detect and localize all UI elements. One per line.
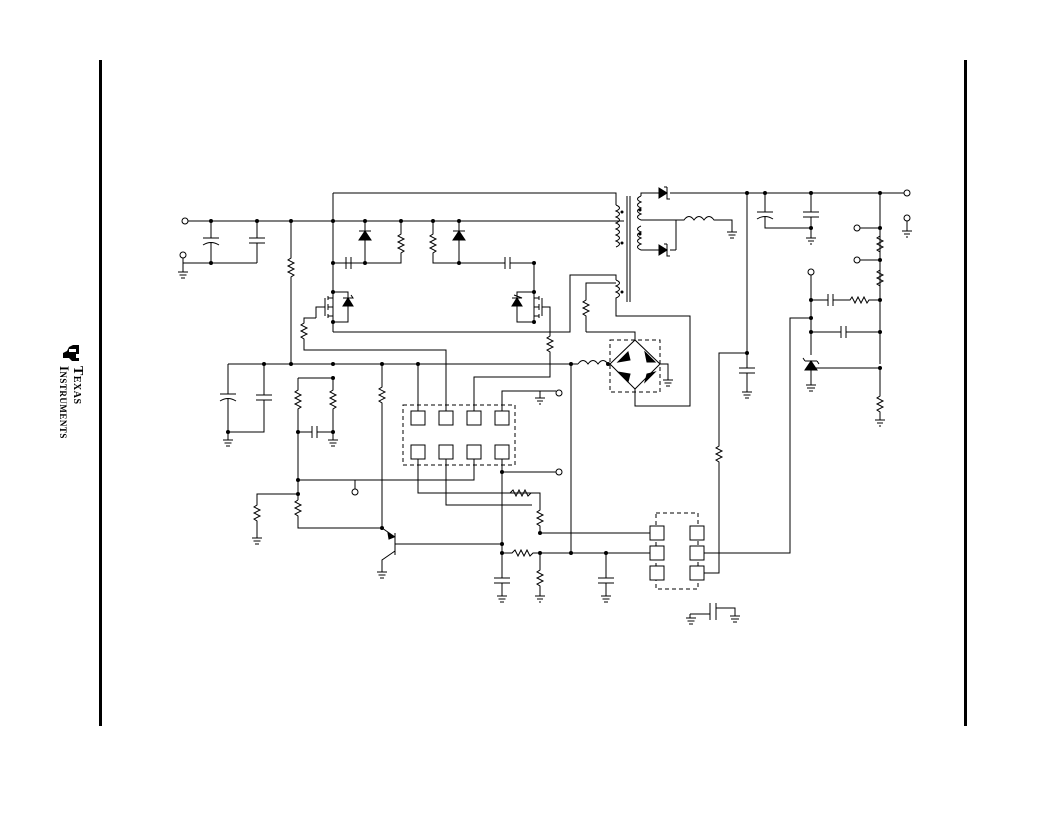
brand-logo-rotated: Texas Instruments — [48, 340, 88, 450]
left-margin-rule — [99, 60, 102, 726]
brand-logo: Texas Instruments — [48, 340, 88, 450]
bias-network — [252, 364, 387, 545]
mosfet-left — [299, 290, 447, 418]
right-margin-rule — [964, 60, 967, 726]
output-section — [658, 186, 912, 427]
primary-rail — [331, 192, 617, 300]
shunt-regulator — [704, 268, 880, 554]
bridge-rectifier — [581, 282, 673, 407]
mosfet-right — [333, 274, 617, 418]
bjt-transistor — [377, 527, 504, 579]
input-section — [178, 217, 624, 364]
controller-ic — [298, 364, 572, 578]
optocoupler — [649, 193, 755, 625]
controller-rail — [219, 360, 610, 447]
ti-state-logo-icon — [63, 345, 79, 361]
timing-network — [494, 488, 650, 603]
